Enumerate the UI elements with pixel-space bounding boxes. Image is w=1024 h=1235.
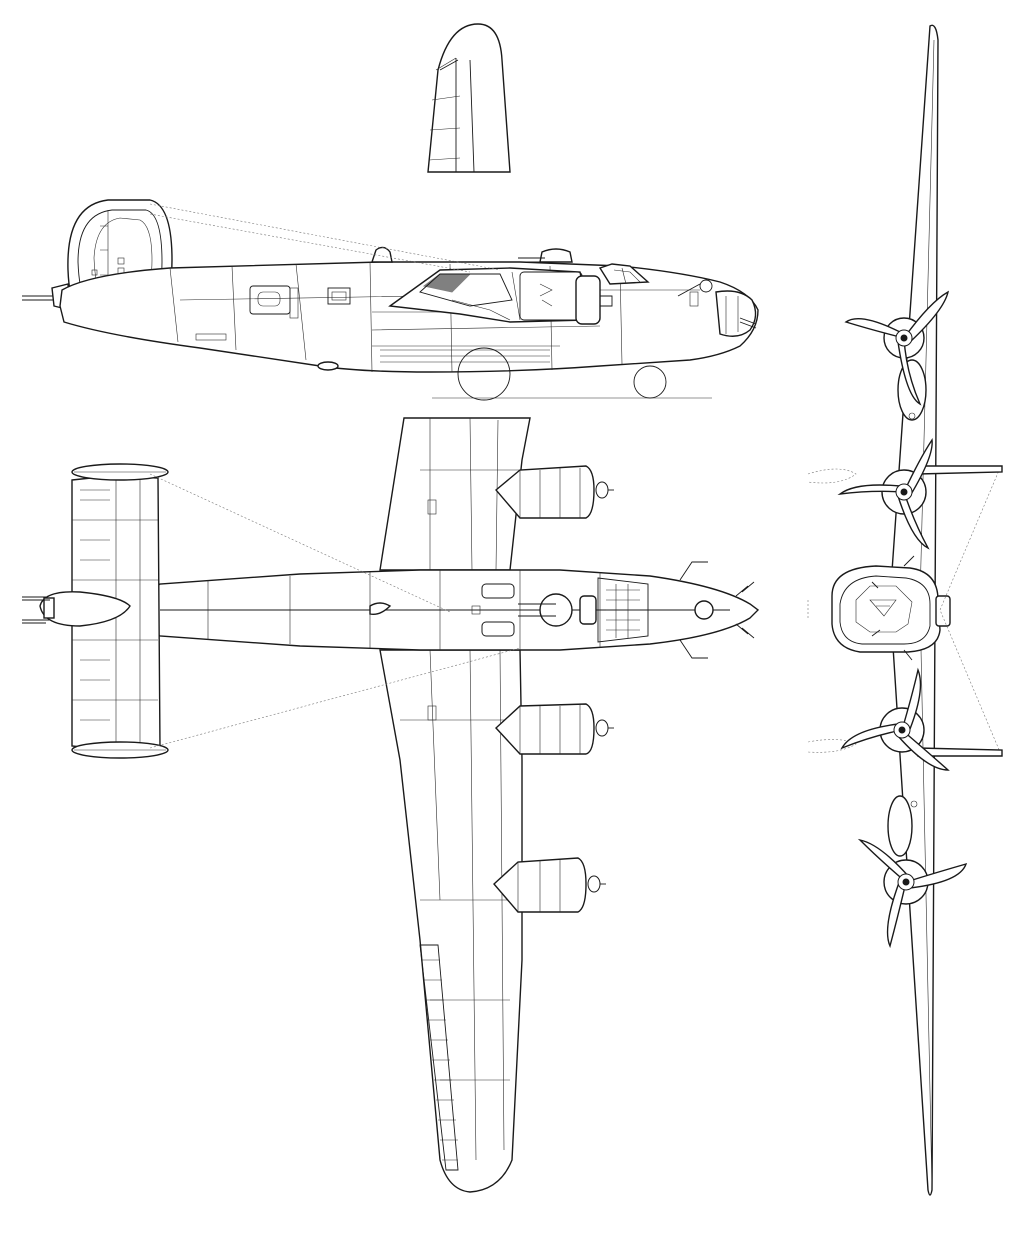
front-view-propeller-3: [840, 667, 950, 771]
side-view-main-wheel: [457, 347, 511, 401]
front-view-propeller-2: [837, 438, 933, 550]
front-view: [807, 24, 1003, 1196]
top-view-aileron: [419, 944, 459, 1171]
top-view-nacelle-3: [493, 857, 606, 913]
top-view-wing: [379, 417, 531, 571]
side-view-nose-wheel: [633, 365, 667, 399]
side-view-nose-turret: [715, 290, 757, 337]
front-view-propeller-1: [844, 290, 950, 406]
side-view-top-turret: [539, 248, 573, 263]
top-view-nacelle-2: [495, 703, 614, 755]
side-view-cockpit: [598, 263, 650, 285]
top-view-top-turret: [539, 593, 573, 627]
side-view-wing-section: [427, 23, 511, 173]
top-view-tail-turret: [39, 591, 131, 627]
side-view-fuselage: [59, 261, 759, 373]
front-view-propeller-4: [857, 838, 968, 949]
top-view: [22, 417, 760, 1193]
top-view-nacelle-1: [495, 465, 614, 519]
side-view: [22, 23, 759, 401]
